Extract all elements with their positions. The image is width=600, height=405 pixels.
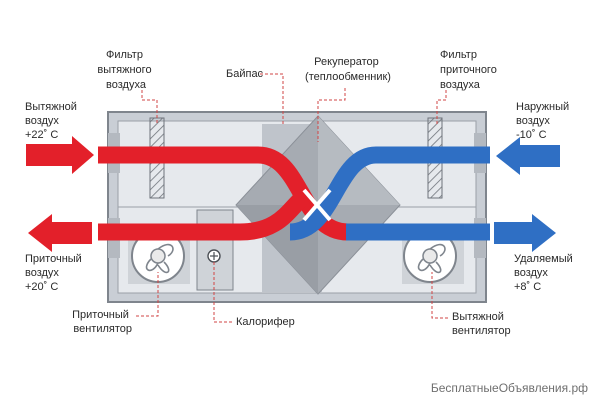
warm-airflow [26, 136, 392, 252]
bypass-label: Байпас [226, 68, 264, 80]
watermark: БесплатныеОбъявления.рф [431, 381, 588, 395]
outdoor-air-in-label: Наружный воздух -10˚ C [516, 101, 572, 141]
extract-fan-label: Вытяжной вентилятор [452, 311, 511, 337]
recuperator-label: Рекуператор (теплообменник) [305, 56, 391, 83]
supply-filter-label: Фильтр приточного воздуха [440, 49, 500, 91]
removed-air-out-label: Удаляемый воздух +8˚ C [514, 253, 576, 293]
extract-filter-label: Фильтр вытяжного воздуха [97, 49, 154, 91]
crossing-mark [302, 188, 332, 222]
label-pointers [136, 73, 448, 323]
supply-fan-label: Приточный вентилятор [72, 309, 132, 335]
supply-air-out-label: Приточный воздух +20˚ C [25, 253, 85, 293]
cold-airflow [288, 137, 560, 252]
heater-block [196, 209, 234, 291]
exhaust-air-in-label: Вытяжной воздух +22˚ C [25, 101, 80, 141]
heater-label: Калорифер [236, 316, 295, 328]
